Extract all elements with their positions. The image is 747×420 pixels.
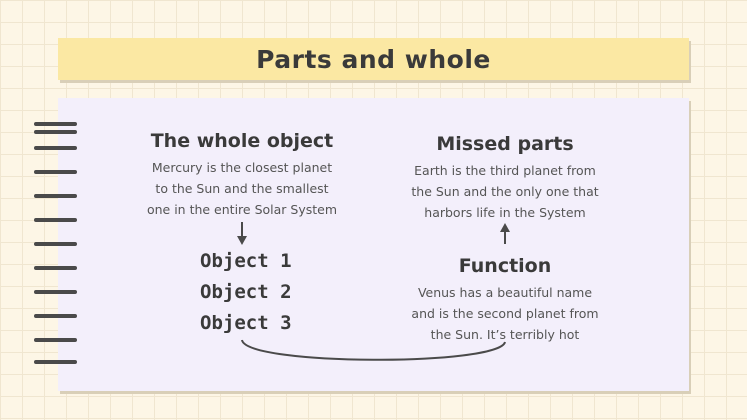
spiral-ring bbox=[34, 338, 77, 342]
text-line: Mercury is the closest planet bbox=[151, 160, 333, 175]
whole-object-heading: The whole object bbox=[150, 130, 334, 152]
function-description: Venus has a beautiful name and is the se… bbox=[395, 282, 615, 345]
spiral-ring bbox=[34, 194, 77, 198]
down-arrow-icon bbox=[237, 222, 247, 245]
spiral-ring bbox=[34, 130, 77, 134]
spiral-ring bbox=[34, 242, 77, 246]
spiral-ring bbox=[34, 360, 77, 364]
text-line: Earth is the third planet from bbox=[414, 163, 596, 178]
text-line: harbors life in the System bbox=[424, 205, 586, 220]
text-line: the Sun. It’s terribly hot bbox=[430, 327, 580, 342]
spiral-ring bbox=[34, 266, 77, 270]
slide-title: Parts and whole bbox=[256, 44, 491, 74]
whole-object-description: Mercury is the closest planet to the Sun… bbox=[132, 157, 352, 220]
spiral-ring bbox=[34, 314, 77, 318]
text-line: and is the second planet from bbox=[411, 306, 599, 321]
spiral-ring bbox=[34, 170, 77, 174]
text-line: the Sun and the only one that bbox=[411, 184, 599, 199]
text-line: to the Sun and the smallest bbox=[155, 181, 329, 196]
up-arrow-icon bbox=[500, 223, 510, 244]
notebook-card bbox=[58, 98, 689, 391]
text-line: one in the entire Solar System bbox=[146, 202, 338, 217]
function-heading: Function bbox=[458, 255, 552, 277]
missed-parts-heading: Missed parts bbox=[436, 133, 574, 155]
title-banner: Parts and whole bbox=[58, 38, 689, 80]
spiral-ring bbox=[34, 218, 77, 222]
text-line: Venus has a beautiful name bbox=[417, 285, 593, 300]
spiral-ring bbox=[34, 290, 77, 294]
connecting-curve bbox=[241, 339, 506, 361]
object-item-1: Object 1 bbox=[200, 250, 292, 272]
object-item-2: Object 2 bbox=[200, 281, 292, 303]
missed-parts-description: Earth is the third planet from the Sun a… bbox=[395, 160, 615, 223]
spiral-ring bbox=[34, 146, 77, 150]
spiral-ring bbox=[34, 122, 77, 126]
object-item-3: Object 3 bbox=[200, 312, 292, 334]
